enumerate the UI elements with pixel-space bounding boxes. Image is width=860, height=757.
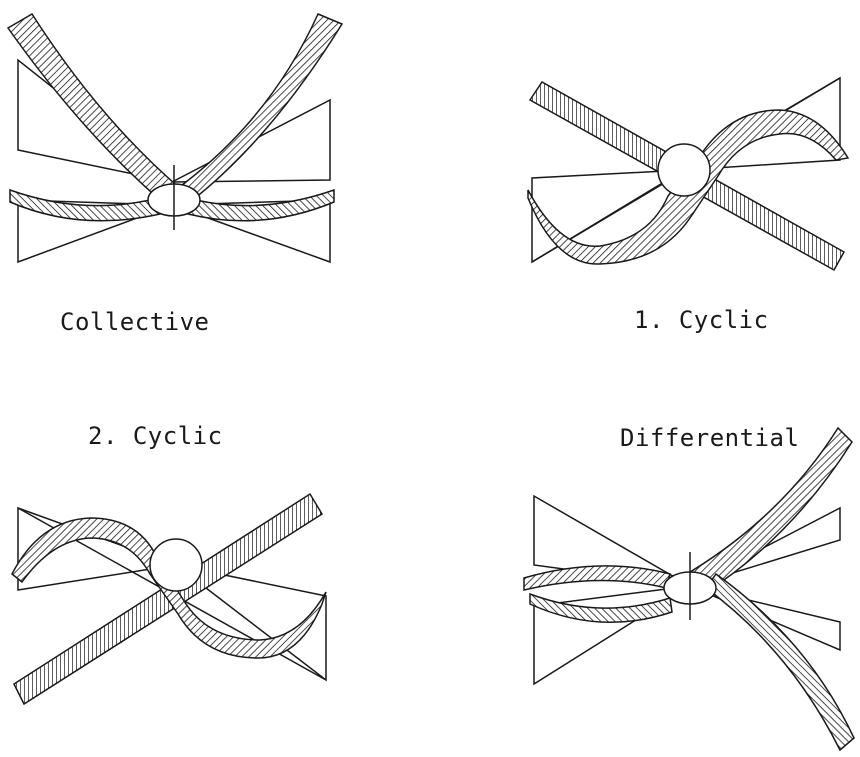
blade-band xyxy=(680,428,852,596)
hub xyxy=(658,144,710,196)
panel-differential xyxy=(524,428,854,750)
hub xyxy=(150,539,202,591)
caption-collective: Collective xyxy=(60,308,210,336)
panel-collective xyxy=(8,14,342,262)
panel-cyclic2 xyxy=(12,494,326,704)
blade-band xyxy=(524,566,670,590)
blade-band xyxy=(178,14,342,202)
blade-band xyxy=(188,190,334,221)
blade-band xyxy=(706,574,854,750)
blade-band xyxy=(10,190,160,221)
caption-differential: Differential xyxy=(620,424,799,452)
blade-band xyxy=(530,594,672,622)
panel-cyclic1 xyxy=(528,78,848,270)
caption-cyclic1: 1. Cyclic xyxy=(634,306,769,334)
blade-band xyxy=(8,14,182,200)
caption-cyclic2: 2. Cyclic xyxy=(88,422,223,450)
